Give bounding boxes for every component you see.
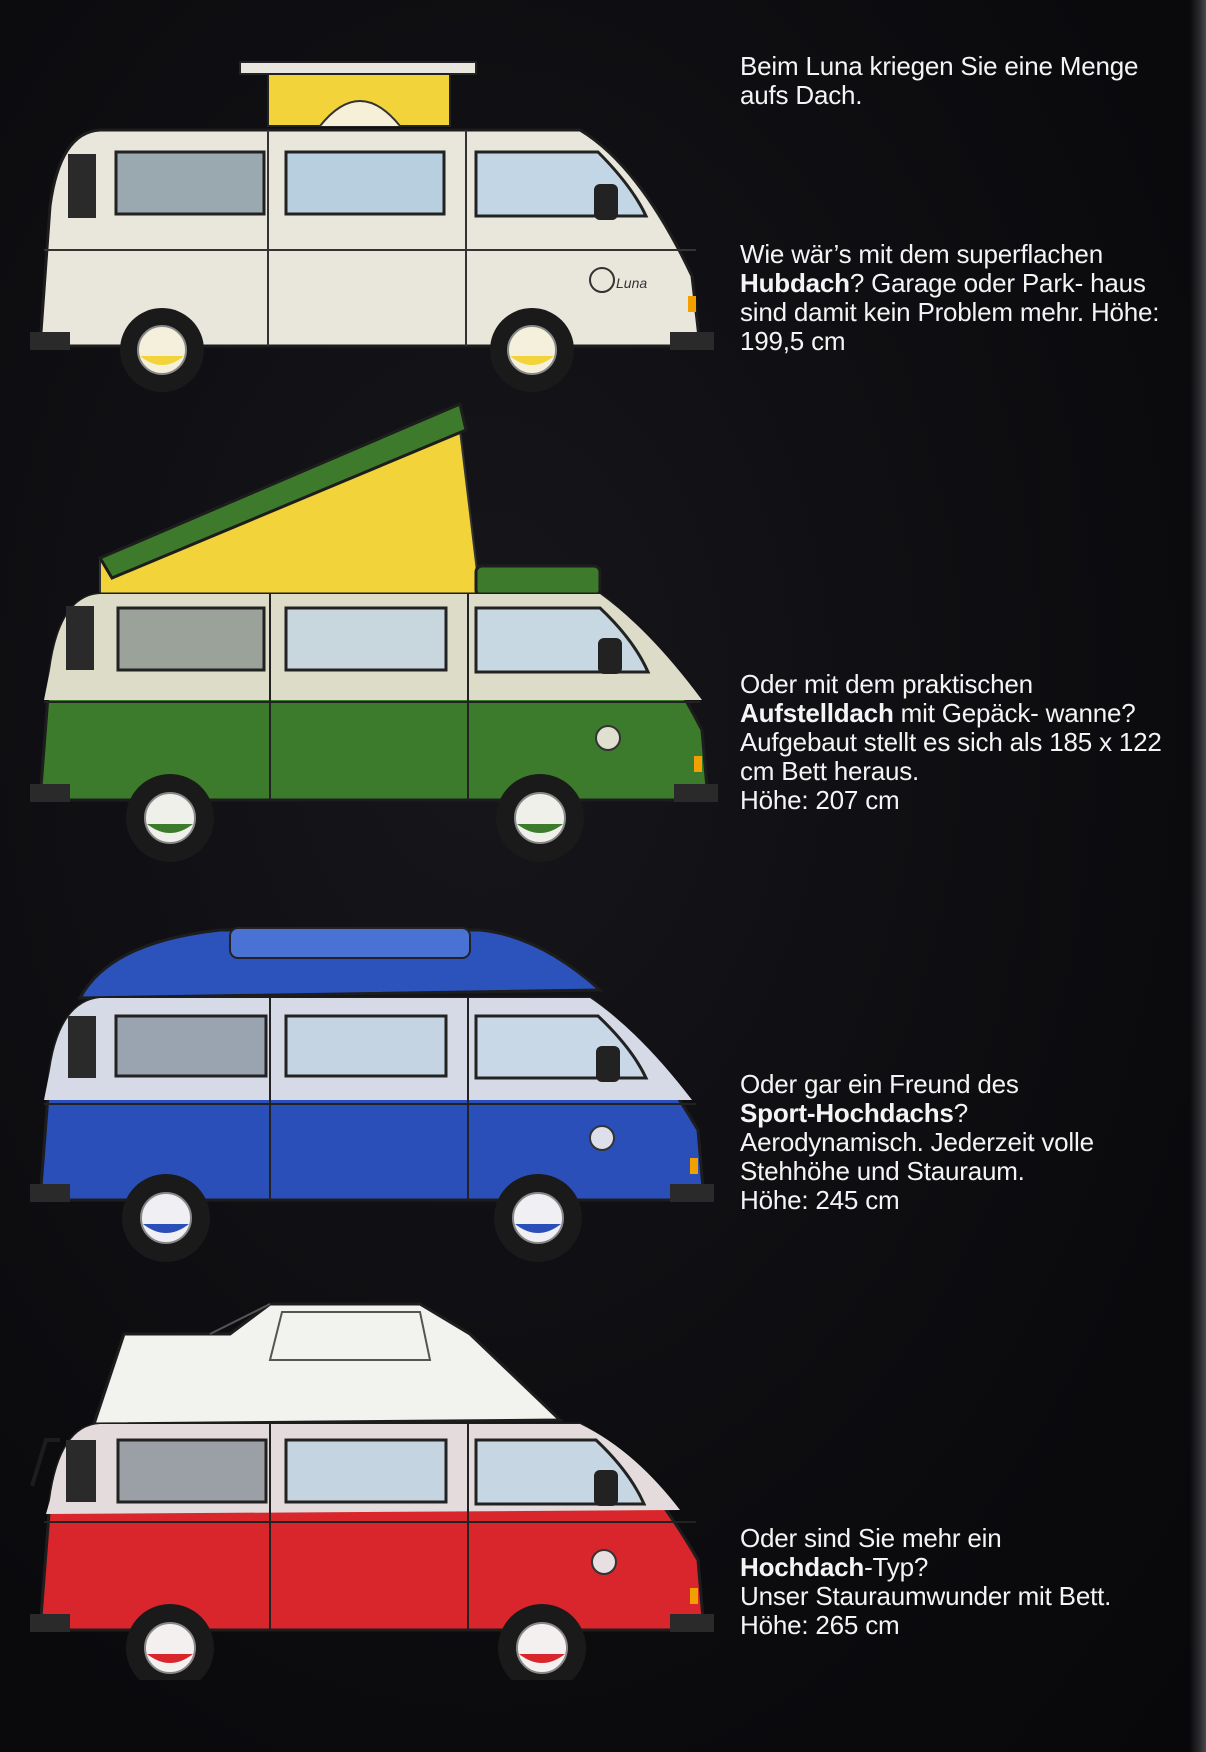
section-lead: Oder gar ein Freund des <box>740 1069 1019 1099</box>
van-aufstelldach-illustration <box>30 401 718 862</box>
section-body: Unser Stauraumwunder mit Bett. <box>740 1581 1112 1611</box>
section-after-name: -Typ? <box>864 1552 929 1582</box>
section-hubdach-text: Wie wär’s mit dem superflachen Hubdach? … <box>740 240 1180 356</box>
section-height: Höhe: 265 cm <box>740 1610 900 1640</box>
roof-name: Hubdach <box>740 268 850 298</box>
section-height: Höhe: 207 cm <box>740 785 900 815</box>
section-hochdach-text: Oder sind Sie mehr ein Hochdach-Typ? Uns… <box>740 1524 1180 1640</box>
section-after-name: mit Gepäck- <box>893 698 1039 728</box>
section-body: haus sind damit kein Problem mehr. <box>740 268 1146 327</box>
section-body: wanne? Aufgebaut stellt es sich als 185 … <box>740 698 1162 786</box>
van-hochdach-illustration <box>30 1302 714 1680</box>
page-edge <box>1190 0 1206 1752</box>
intro-line: Beim Luna kriegen Sie eine Menge aufs Da… <box>740 51 1139 110</box>
roof-name: Sport-Hochdachs <box>740 1098 954 1128</box>
section-height: Höhe: 245 cm <box>740 1185 900 1215</box>
section-aufstelldach-text: Oder mit dem praktischen Aufstelldach mi… <box>740 670 1180 815</box>
section-lead: Oder sind Sie mehr ein <box>740 1523 1002 1553</box>
luna-badge: Luna <box>616 275 647 291</box>
section-body: Aerodynamisch. Jederzeit volle Stehhöhe … <box>740 1127 1094 1186</box>
roof-name: Aufstelldach <box>740 698 894 728</box>
section-after-name: ? <box>953 1098 968 1128</box>
section-height: Höhe: 199,5 cm <box>740 297 1160 356</box>
section-after-name: ? Garage oder Park- <box>849 268 1084 298</box>
section-lead: Oder mit dem praktischen <box>740 669 1033 699</box>
intro-text: Beim Luna kriegen Sie eine Menge aufs Da… <box>740 52 1180 110</box>
roof-name: Hochdach <box>740 1552 865 1582</box>
section-sport-hochdach-text: Oder gar ein Freund des Sport-Hochdachs?… <box>740 1070 1180 1215</box>
section-lead: Wie wär’s mit dem superflachen <box>740 239 1103 269</box>
van-hubdach-illustration: Luna <box>30 61 714 392</box>
van-sport-hochdach-illustration <box>30 927 714 1262</box>
